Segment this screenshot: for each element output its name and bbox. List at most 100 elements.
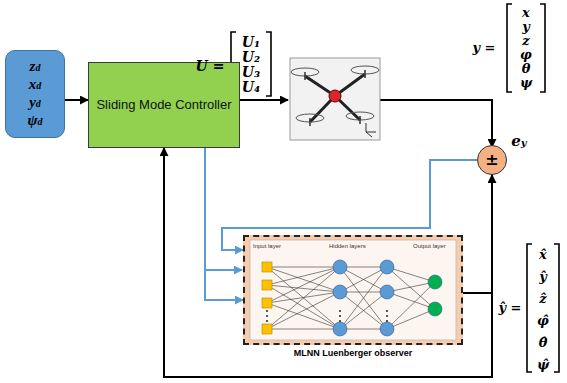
output-vector-bracket	[507, 4, 545, 92]
network-link	[267, 285, 340, 329]
network-link	[340, 267, 387, 292]
state-output: φ	[520, 47, 532, 63]
estimated-state: ŷ	[539, 269, 547, 285]
signal-connector	[164, 148, 492, 377]
observer-caption: MLNN Luenberger observer	[245, 348, 461, 358]
network-link	[387, 309, 435, 329]
ellipsis-dot	[386, 320, 388, 322]
picture-frame	[290, 58, 380, 140]
drone-rotors	[291, 66, 379, 122]
controller-box: Sliding Mode Controller	[88, 62, 240, 148]
network-link	[340, 267, 387, 292]
quadrotor-picture	[290, 58, 380, 140]
network-panel	[250, 240, 456, 340]
neuron	[380, 285, 394, 299]
state-output: y	[522, 19, 530, 35]
network-link	[267, 292, 340, 329]
estimated-state: x̂	[539, 247, 547, 263]
neuron	[333, 322, 347, 336]
vector-name: U =	[196, 58, 225, 74]
ellipsis-dot	[266, 320, 268, 322]
network-link	[340, 292, 387, 329]
control-input: U₂	[242, 49, 260, 65]
neuron	[380, 322, 394, 336]
input-neuron	[262, 262, 272, 272]
matrix-brackets	[231, 4, 559, 372]
network-link	[387, 282, 435, 329]
controller-label: Sliding Mode Controller	[96, 97, 231, 113]
layer-label: Hidden layers	[329, 243, 366, 249]
network-layer	[380, 260, 394, 336]
signal-connector	[65, 99, 88, 101]
reference-signal: zd	[27, 58, 42, 76]
network-links	[267, 267, 435, 329]
state-output: x	[522, 5, 530, 21]
output-wire	[380, 100, 492, 147]
vector-name: y =	[473, 40, 496, 56]
reference-box: zdxdydψd	[5, 50, 65, 138]
neuron	[428, 275, 442, 289]
ellipsis-dot	[339, 315, 341, 317]
network-link	[267, 267, 340, 268]
body-axes	[366, 123, 376, 137]
neuron	[333, 260, 347, 274]
network-link	[267, 267, 340, 329]
network-link	[340, 267, 387, 329]
state-output: θ	[522, 61, 531, 77]
network-link	[267, 285, 340, 292]
network-link	[387, 292, 435, 309]
reference-signal: yd	[27, 94, 42, 112]
input-branch-wire	[205, 269, 242, 271]
network-link	[267, 303, 340, 329]
neuron	[380, 260, 394, 274]
state-output: z	[522, 33, 529, 49]
ellipsis-dot	[339, 320, 341, 322]
network-layer	[262, 262, 272, 334]
error-signal: ey	[511, 133, 526, 151]
network-link	[267, 267, 340, 292]
network-link	[267, 267, 340, 329]
estimated-state: ẑ	[539, 291, 546, 307]
control-input: U₁	[242, 34, 260, 50]
estimated-state: θ̂	[539, 335, 548, 351]
estimate-vector-bracket	[527, 244, 559, 372]
network-link	[387, 267, 435, 309]
layer-label: Output layer	[413, 243, 446, 249]
signal-connector	[463, 175, 492, 293]
estimated-state: ψ̂	[537, 357, 549, 373]
network-link	[387, 267, 435, 282]
input-neuron	[262, 298, 272, 308]
estimated-state: φ̂	[537, 313, 549, 329]
ellipsis-dot	[386, 315, 388, 317]
rotor-shafts	[305, 70, 365, 126]
state-output: ψ	[520, 75, 532, 91]
ellipsis-dot	[266, 315, 268, 317]
input-neuron	[262, 324, 272, 334]
reference-signal: xd	[27, 76, 42, 94]
summing-junction: ±	[477, 145, 507, 175]
neural-network-picture	[245, 237, 461, 343]
ellipsis-dot	[386, 310, 388, 312]
network-layer	[428, 275, 442, 316]
text-wrap: zdxdydψd	[27, 58, 42, 130]
text-wrap: ±	[485, 151, 498, 169]
reference-signal: ψd	[27, 112, 42, 130]
network-link	[267, 329, 340, 330]
text-wrap: Sliding Mode Controller	[96, 97, 231, 113]
drone-arms	[305, 74, 365, 122]
sum-sign: ±	[485, 150, 498, 169]
drone-body	[329, 90, 341, 102]
layer-label: Input layer	[253, 243, 281, 249]
neuron	[428, 302, 442, 316]
control-input: U₃	[242, 64, 260, 80]
network-link	[387, 282, 435, 292]
network-layer	[333, 260, 347, 336]
input-neuron	[262, 280, 272, 290]
ellipsis-dot	[266, 310, 268, 312]
network-link	[340, 267, 387, 329]
neuron	[333, 285, 347, 299]
ellipsis-dot	[339, 310, 341, 312]
control-input: U₄	[242, 79, 260, 95]
vector-name: ŷ =	[499, 300, 522, 316]
